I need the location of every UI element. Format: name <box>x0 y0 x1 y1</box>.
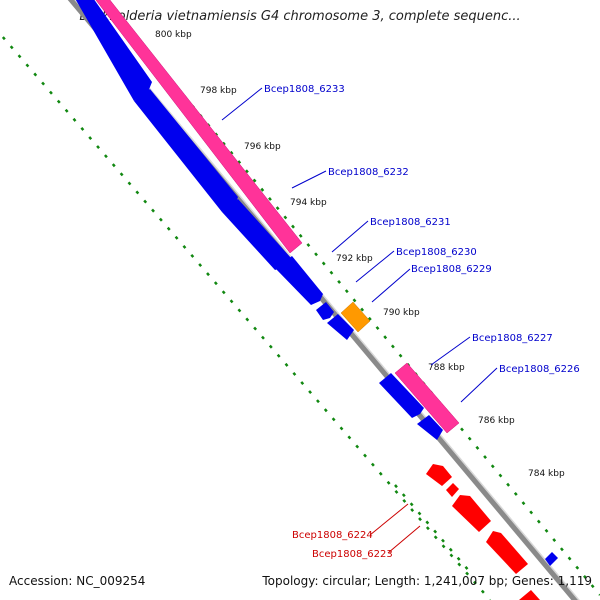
leader-bcep1808-6227 <box>430 336 471 366</box>
pink-feature-bar-upper <box>95 0 303 254</box>
ruler-inner-dots <box>102 0 600 596</box>
tick-788-kbp: 788 kbp <box>428 363 465 373</box>
gene-arrow-bcep1808-6223 <box>486 531 528 574</box>
forward-strand-genes <box>75 0 558 566</box>
reverse-strand-genes <box>426 464 540 600</box>
pink-features <box>95 0 460 434</box>
gene-arrow-red-2 <box>446 483 459 497</box>
tick-790-kbp: 790 kbp <box>383 308 420 318</box>
gene-label-bcep1808-6227[interactable]: Bcep1808_6227 <box>472 333 553 344</box>
gene-arrow-bcep1808-6233 <box>75 0 152 101</box>
tick-784-kbp: 784 kbp <box>528 469 565 479</box>
gene-label-bcep1808-6230[interactable]: Bcep1808_6230 <box>396 247 477 258</box>
gene-label-bcep1808-6233[interactable]: Bcep1808_6233 <box>264 84 345 95</box>
backbone-highlight <box>74 0 580 600</box>
gene-arrow-bcep1808-6227 <box>379 373 424 418</box>
tick-796-kbp: 796 kbp <box>244 142 281 152</box>
gene-arrow-bcep1808-6224 <box>452 495 491 532</box>
leader-bcep1808-6226 <box>460 367 498 403</box>
leader-bcep1808-6229 <box>371 268 411 303</box>
gene-arrow-bcep1808-6230 <box>276 256 323 305</box>
accession-text: Accession: NC_009254 <box>9 574 146 588</box>
gene-label-bcep1808-6226[interactable]: Bcep1808_6226 <box>499 364 580 375</box>
gene-arrow-small <box>545 552 558 566</box>
tick-792-kbp: 792 kbp <box>336 254 373 264</box>
gene-label-bcep1808-6223[interactable]: Bcep1808_6223 <box>312 549 393 560</box>
leader-bcep1808-6223 <box>387 525 421 554</box>
leader-bcep1808-6231 <box>331 220 369 253</box>
gene-arrow-bcep1808-6232 <box>134 89 238 212</box>
gene-arrow-bcep1808-6229b <box>327 314 354 340</box>
map-title: Burkholderia vietnamiensis G4 chromosome… <box>79 9 521 24</box>
ruler-tick-labels: 800 kbp 798 kbp 796 kbp 794 kbp 792 kbp … <box>155 30 565 479</box>
gene-label-bcep1808-6224[interactable]: Bcep1808_6224 <box>292 530 373 541</box>
leader-bcep1808-6230 <box>355 250 395 283</box>
leader-lines <box>221 87 498 554</box>
gene-label-bcep1808-6231[interactable]: Bcep1808_6231 <box>370 217 451 228</box>
leader-bcep1808-6233 <box>221 87 263 121</box>
gene-arrow-bcep1808-6231 <box>222 199 291 270</box>
orange-feature <box>340 301 371 333</box>
tick-800-kbp: 800 kbp <box>155 30 192 40</box>
leader-bcep1808-6232 <box>291 170 327 189</box>
gene-label-bcep1808-6232[interactable]: Bcep1808_6232 <box>328 167 409 178</box>
gene-label-bcep1808-6229[interactable]: Bcep1808_6229 <box>411 264 492 275</box>
pink-feature-bar-lower <box>394 362 460 434</box>
gene-arrow-bcep1808-6229a <box>316 302 334 320</box>
tick-786-kbp: 786 kbp <box>478 416 515 426</box>
gene-arrow-red-partial <box>519 590 540 600</box>
tick-798-kbp: 798 kbp <box>200 86 237 96</box>
gene-labels: Bcep1808_6233 Bcep1808_6232 Bcep1808_623… <box>264 84 580 560</box>
topology-text: Topology: circular; Length: 1,241,007 bp… <box>262 574 592 588</box>
leader-bcep1808-6224 <box>369 503 409 536</box>
tick-794-kbp: 794 kbp <box>290 198 327 208</box>
gene-arrow-bcep1808-6226 <box>417 415 443 440</box>
gene-arrow-red-1 <box>426 464 452 486</box>
